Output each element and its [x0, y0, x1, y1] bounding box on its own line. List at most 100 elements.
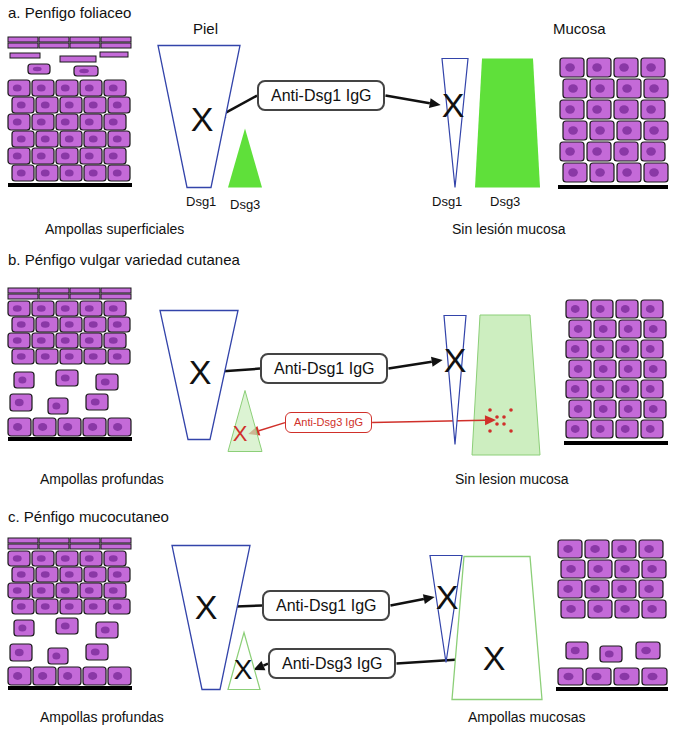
antibody-box: Anti-Dsg1 IgG: [257, 80, 385, 111]
flat-cell: [39, 544, 69, 549]
nucleus: [13, 118, 22, 125]
cell: [36, 165, 58, 181]
cell: [8, 114, 30, 130]
antibody-box: Anti-Dsg3 IgG: [285, 412, 372, 433]
caption-label: Ampollas mucosas: [468, 709, 586, 725]
nucleus: [37, 337, 46, 344]
nucleus: [619, 147, 629, 155]
nucleus: [646, 105, 656, 113]
cell: [560, 58, 584, 77]
nucleus: [617, 545, 627, 553]
cell: [14, 620, 34, 636]
cell: [587, 58, 611, 77]
nucleus: [574, 405, 583, 413]
cell: [644, 360, 666, 378]
nucleus: [65, 321, 74, 328]
antibody-label: Anti-Dsg3 IgG: [282, 655, 382, 672]
flat-cell: [70, 544, 100, 549]
block-mark: X: [444, 343, 467, 377]
flat-cell: [70, 37, 100, 42]
nucleus: [61, 587, 70, 594]
cell: [32, 114, 54, 130]
cell: [104, 333, 126, 348]
cell: [561, 600, 585, 618]
cell: [8, 583, 30, 598]
nucleus: [13, 337, 22, 344]
cell: [84, 131, 106, 147]
cell: [32, 148, 54, 164]
protein-label: Dsg1: [186, 195, 216, 208]
flat-cell: [70, 538, 100, 543]
antibody-arrow: [390, 594, 434, 605]
basement-membrane: [8, 437, 132, 441]
caption-label: Ampollas profundas: [40, 709, 164, 725]
nucleus: [37, 587, 46, 594]
nucleus: [37, 305, 46, 312]
nucleus: [113, 169, 122, 176]
nucleus: [18, 376, 26, 383]
block-mark: X: [189, 355, 212, 389]
nucleus: [592, 63, 602, 71]
cell: [104, 551, 126, 566]
cell: [108, 349, 130, 364]
nucleus: [61, 555, 70, 562]
cell: [96, 374, 118, 390]
cell: [636, 642, 660, 659]
cell: [569, 400, 591, 418]
nucleus: [109, 84, 118, 91]
nucleus: [620, 565, 630, 573]
cell: [56, 551, 78, 566]
nucleus: [596, 425, 605, 433]
nucleus: [646, 147, 656, 155]
nucleus: [592, 105, 602, 113]
cell: [108, 317, 130, 332]
nucleus: [89, 603, 98, 610]
nucleus: [621, 425, 630, 433]
cell: [644, 400, 666, 418]
nucleus: [61, 305, 70, 312]
cell: [563, 121, 587, 140]
nucleus: [621, 385, 630, 393]
nucleus: [41, 135, 50, 142]
nucleus: [590, 545, 600, 553]
basement-membrane: [8, 686, 132, 690]
nucleus: [646, 305, 655, 313]
nucleus: [624, 405, 633, 413]
nucleus: [17, 135, 26, 142]
desmoglein-shape: XDsg1: [442, 58, 468, 188]
cell: [60, 165, 82, 181]
nucleus: [599, 325, 608, 333]
cell-layers: [8, 37, 668, 691]
cell: [644, 121, 668, 140]
nucleus: [65, 353, 74, 360]
nucleus: [113, 321, 122, 328]
cell: [32, 301, 54, 316]
nucleus: [649, 365, 658, 373]
cell: [48, 648, 68, 664]
nucleus: [646, 425, 655, 433]
cell: [641, 58, 665, 77]
caption-label: Piel: [193, 20, 218, 37]
desmoglein-shape: XDsg1: [158, 45, 240, 188]
nucleus: [566, 565, 576, 573]
cell: [12, 599, 34, 614]
cell: [36, 567, 58, 582]
nucleus: [596, 345, 605, 353]
nucleus: [109, 152, 118, 159]
panel-title: b. Pénfigo vulgar variedad cutanea: [8, 251, 240, 268]
nucleus: [13, 305, 22, 312]
cell: [641, 300, 663, 318]
nucleus: [52, 652, 60, 659]
antibody-box: Anti-Dsg3 IgG: [268, 648, 396, 679]
cell: [86, 394, 108, 410]
cell: [616, 300, 638, 318]
nucleus: [65, 571, 74, 578]
nucleus: [646, 345, 655, 353]
antibody-box: Anti-Dsg1 IgG: [260, 353, 388, 384]
nucleus: [113, 672, 122, 680]
nucleus: [13, 152, 22, 159]
cell: [616, 420, 638, 438]
nucleus: [17, 321, 26, 328]
cell: [644, 163, 668, 182]
cell: [33, 418, 56, 436]
